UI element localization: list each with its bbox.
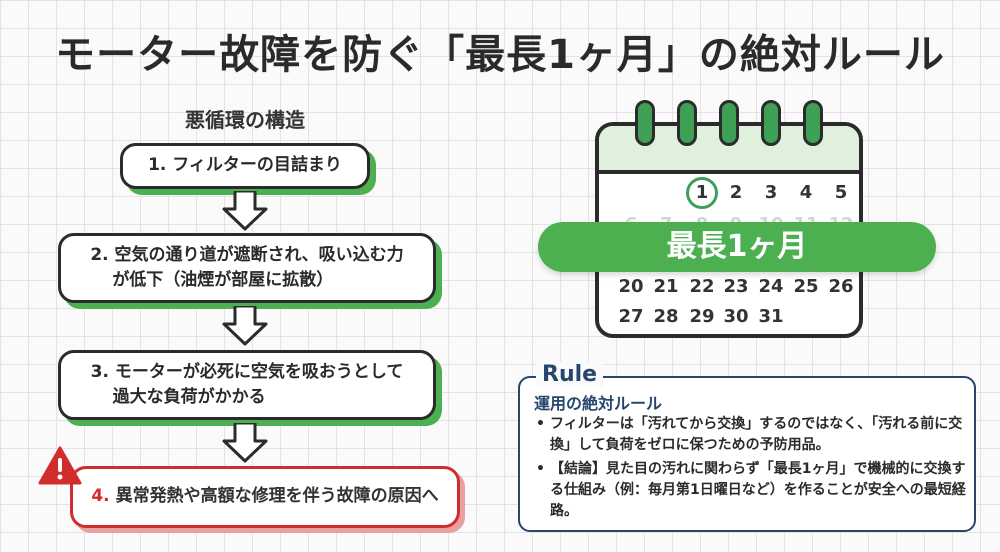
calendar-day: 29: [689, 306, 715, 327]
highlight-day-circle: [686, 177, 718, 209]
down-arrow-icon: [222, 191, 268, 231]
calendar-day: 27: [618, 306, 644, 327]
calendar-day: 3: [764, 182, 778, 203]
flow-step-3-line2: 過大な負荷がかかる: [112, 387, 266, 407]
calendar-ring-icon: [803, 100, 823, 146]
calendar-day: 21: [653, 276, 679, 297]
calendar-day: 20: [618, 276, 644, 297]
rule-item-text: 【結論】見た目の汚れに関わらず「最長1ヶ月」で機械的に交換する仕組み（例：毎月第…: [550, 461, 966, 519]
warning-triangle-icon: [38, 446, 82, 485]
calendar-ring-icon: [761, 100, 781, 146]
flow-step-2-line1: 2. 空気の通り道が遮断され、吸い込む力: [90, 244, 404, 265]
calendar-day: 23: [723, 276, 749, 297]
calendar-day: 31: [758, 306, 784, 327]
calendar-day: 22: [689, 276, 715, 297]
calendar-day: 25: [793, 276, 819, 297]
calendar-day: 2: [729, 182, 743, 203]
rule-item: • フィルターは「汚れてから交換」するのではなく、「汚れる前に交換」して負荷をゼ…: [536, 414, 966, 456]
flow-step-3: 3. モーターが必死に空気を吸おうとして 過大な負荷がかかる: [58, 350, 436, 420]
calendar-day: 5: [834, 182, 848, 203]
flow-step-1: 1. フィルターの目詰まり: [120, 143, 370, 189]
down-arrow-icon: [222, 306, 268, 346]
calendar-day: 4: [799, 182, 813, 203]
flow-step-4: 4. 異常発熱や高額な修理を伴う故障の原因へ: [70, 466, 460, 528]
rule-item-text: フィルターは「汚れてから交換」するのではなく、「汚れる前に交換」して負荷をゼロに…: [550, 416, 963, 453]
rule-tag: Rule: [536, 362, 604, 387]
calendar-day: 30: [723, 306, 749, 327]
flow-heading: 悪循環の構造: [185, 108, 305, 132]
flow-step-2: 2. 空気の通り道が遮断され、吸い込む力 が低下（油煙が部屋に拡散）: [58, 233, 436, 303]
flow-step-3-line1: 3. モーターが必死に空気を吸おうとして: [90, 361, 404, 382]
calendar-ring-icon: [719, 100, 739, 146]
flow-step-2-line2: が低下（油煙が部屋に拡散）: [112, 270, 334, 290]
down-arrow-icon: [222, 423, 268, 463]
page-title: モーター故障を防ぐ「最長1ヶ月」の絶対ルール: [55, 32, 945, 78]
flow-step-4-number: 4.: [91, 486, 110, 507]
flow-step-1-text: 1. フィルターの目詰まり: [148, 155, 342, 176]
flow-step-4-text: 異常発熱や高額な修理を伴う故障の原因へ: [115, 486, 439, 507]
calendar-ring-icon: [677, 100, 697, 146]
calendar-ring-icon: [635, 100, 655, 146]
bullet: •: [536, 461, 545, 477]
max-one-month-banner: 最長1ヶ月: [538, 222, 936, 272]
calendar-day: 26: [828, 276, 854, 297]
calendar-day: 28: [653, 306, 679, 327]
calendar-day: 24: [758, 276, 784, 297]
bullet: •: [536, 416, 545, 432]
rule-subtitle: 運用の絶対ルール: [534, 394, 663, 413]
rule-item: • 【結論】見た目の汚れに関わらず「最長1ヶ月」で機械的に交換する仕組み（例：毎…: [536, 459, 966, 522]
rule-box: [518, 376, 976, 532]
